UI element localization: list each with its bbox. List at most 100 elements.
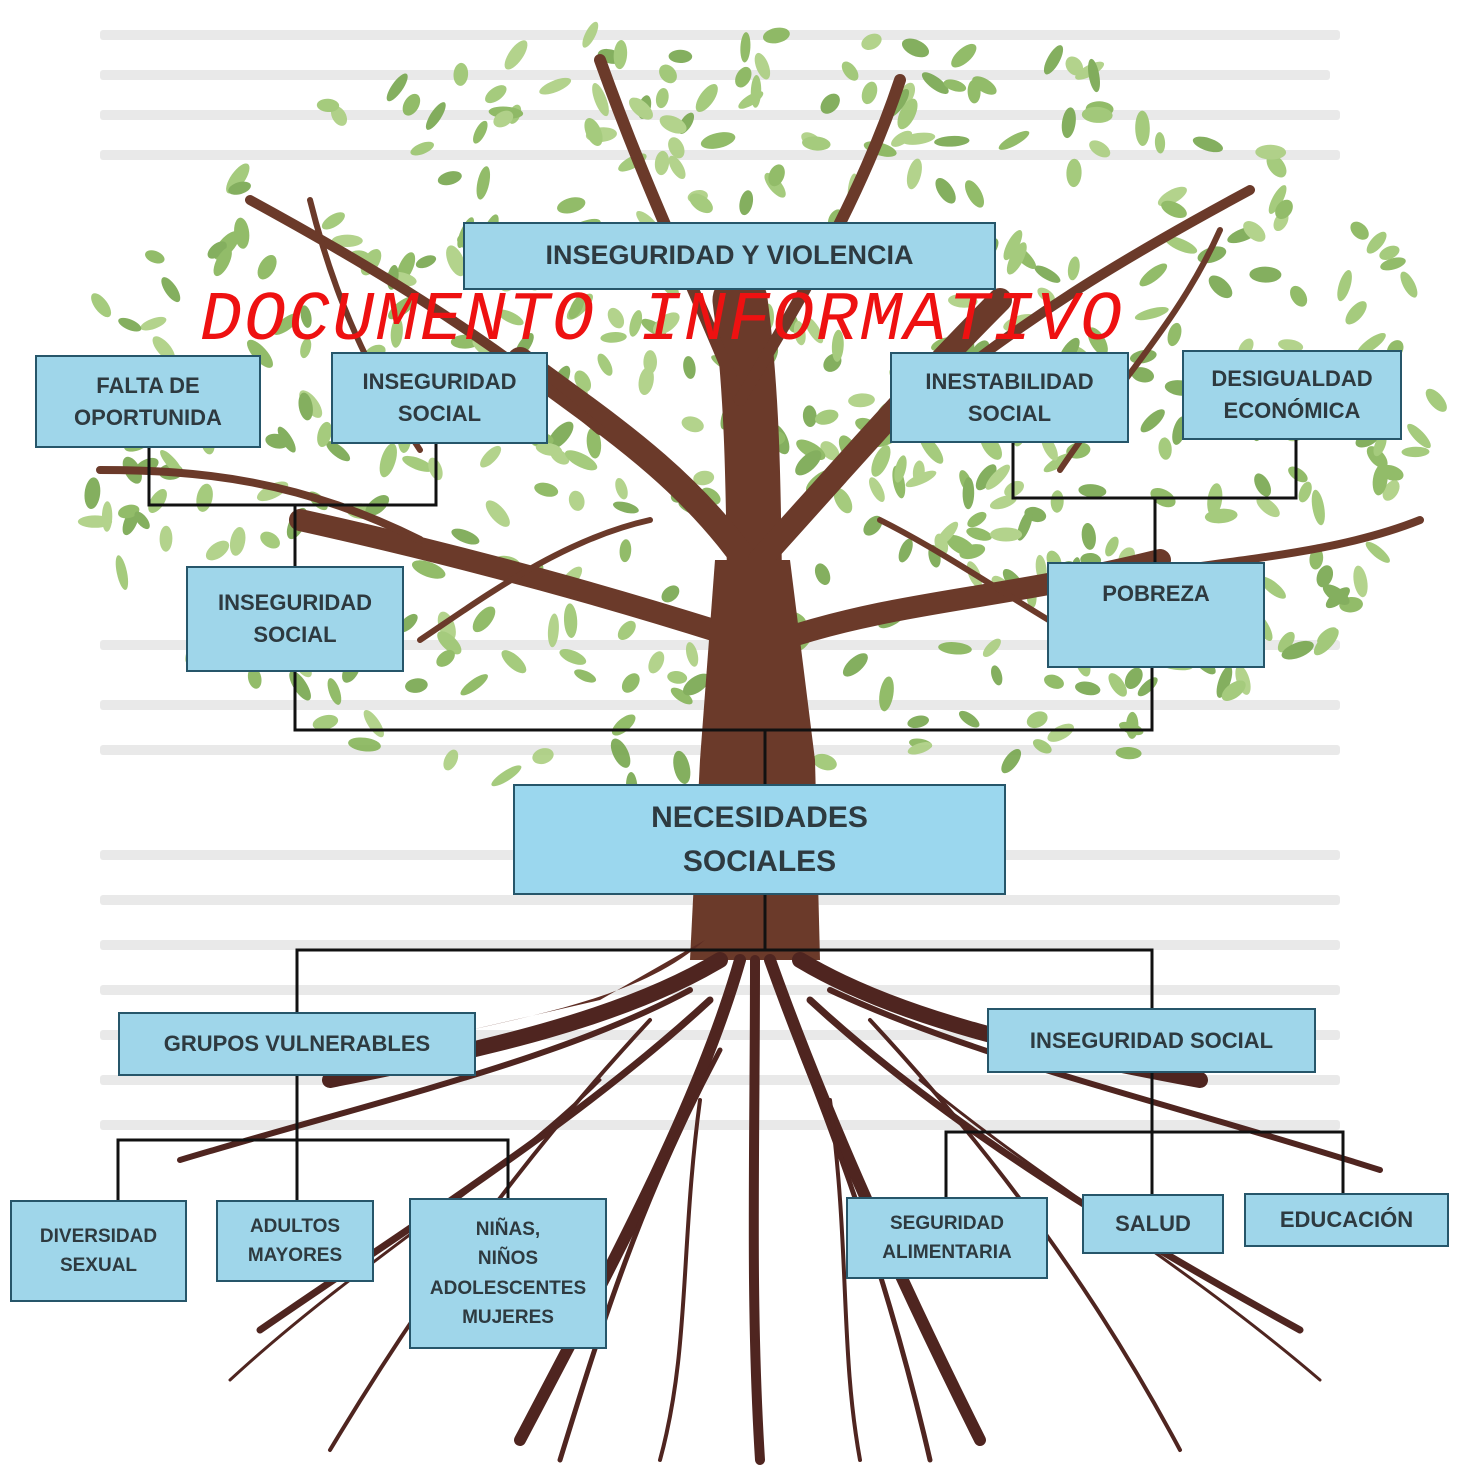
leaf xyxy=(1204,508,1238,524)
leaf xyxy=(1382,480,1400,501)
leaf xyxy=(451,528,480,545)
leaf xyxy=(617,620,636,640)
leaf xyxy=(681,416,704,433)
leaf xyxy=(814,563,831,585)
leaf xyxy=(1356,332,1386,356)
leaf xyxy=(1087,327,1108,356)
leaf xyxy=(795,450,822,476)
top-box-inseguridad-violencia: INSEGURIDAD Y VIOLENCIA xyxy=(463,222,996,290)
leaf xyxy=(327,678,342,705)
leaf xyxy=(1278,339,1304,352)
leaf xyxy=(897,98,918,130)
leaf xyxy=(152,336,175,361)
leaf xyxy=(115,555,129,590)
leaf xyxy=(1298,481,1312,503)
leaf xyxy=(612,501,639,514)
leaf xyxy=(1078,484,1107,498)
leaf xyxy=(1044,674,1064,689)
leaf xyxy=(1043,45,1064,75)
leaf xyxy=(907,742,933,755)
leaf xyxy=(228,181,251,195)
leaf xyxy=(1139,263,1168,287)
leaf xyxy=(569,294,585,319)
leaf xyxy=(390,317,403,348)
leaf xyxy=(683,356,696,379)
leaf xyxy=(951,43,977,68)
leaf xyxy=(410,141,434,156)
leaf xyxy=(1256,496,1280,518)
leaf xyxy=(906,158,922,190)
leaf xyxy=(621,673,640,693)
leaf xyxy=(815,409,839,425)
leaf xyxy=(582,21,599,48)
leaf xyxy=(485,85,507,104)
leaf xyxy=(460,674,488,696)
box-grupos-vulnerables: GRUPOS VULNERABLES xyxy=(118,1012,476,1076)
leaf xyxy=(735,66,752,88)
leaf xyxy=(1061,107,1076,139)
leaf xyxy=(1345,301,1367,325)
leaf xyxy=(1089,140,1111,158)
box-inseguridad-social-upper: INSEGURIDAD SOCIAL xyxy=(331,352,548,444)
leaf xyxy=(613,40,628,70)
leaf xyxy=(101,501,113,532)
leaf xyxy=(568,490,585,511)
leaf xyxy=(1161,200,1187,219)
leaf xyxy=(1006,242,1027,275)
leaf xyxy=(1192,136,1223,153)
leaf xyxy=(84,477,101,510)
leaf xyxy=(740,32,751,63)
leaf xyxy=(453,62,469,86)
leaf xyxy=(921,72,949,94)
leaf xyxy=(1135,110,1150,146)
leaf xyxy=(437,171,462,186)
leaf xyxy=(388,296,417,320)
box-pobreza: POBREZA xyxy=(1047,562,1265,668)
leaf xyxy=(317,421,332,447)
leaf xyxy=(1065,56,1084,76)
leaf xyxy=(586,427,602,459)
leaf xyxy=(964,180,985,208)
leaf xyxy=(485,500,510,527)
leaf xyxy=(655,88,669,109)
leaf xyxy=(638,366,654,396)
leaf xyxy=(907,715,929,729)
leaf xyxy=(563,603,578,638)
leaf xyxy=(574,669,597,683)
leaf xyxy=(300,338,312,359)
leaf xyxy=(683,673,710,696)
leaf xyxy=(1081,522,1096,550)
leaf xyxy=(1366,231,1387,254)
leaf xyxy=(437,631,462,655)
leaf xyxy=(547,421,574,450)
leaf xyxy=(539,77,572,95)
leaf xyxy=(316,98,340,113)
leaf xyxy=(247,339,273,368)
leaf xyxy=(831,329,844,362)
leaf xyxy=(1268,185,1287,214)
leaf xyxy=(118,317,142,332)
box-adultos-mayores: ADULTOS MAYORES xyxy=(216,1200,374,1282)
leaf xyxy=(501,650,527,674)
leaf xyxy=(584,118,603,146)
leaf xyxy=(411,560,446,579)
leaf xyxy=(480,445,502,468)
leaf xyxy=(446,245,466,277)
leaf xyxy=(472,606,496,633)
leaf xyxy=(1216,665,1233,698)
leaf xyxy=(1124,667,1143,690)
leaf xyxy=(967,511,987,528)
leaf xyxy=(1243,221,1266,242)
leaf xyxy=(1425,388,1447,412)
leaf xyxy=(532,748,554,765)
leaf xyxy=(958,710,980,728)
leaf xyxy=(260,531,280,549)
leaf xyxy=(629,310,643,337)
leaf xyxy=(1037,287,1055,303)
leaf xyxy=(497,309,524,326)
leaf xyxy=(668,49,693,64)
leaf xyxy=(750,75,762,108)
leaf xyxy=(1154,132,1166,154)
center-box-necesidades-sociales: NECESIDADES SOCIALES xyxy=(513,784,1006,895)
